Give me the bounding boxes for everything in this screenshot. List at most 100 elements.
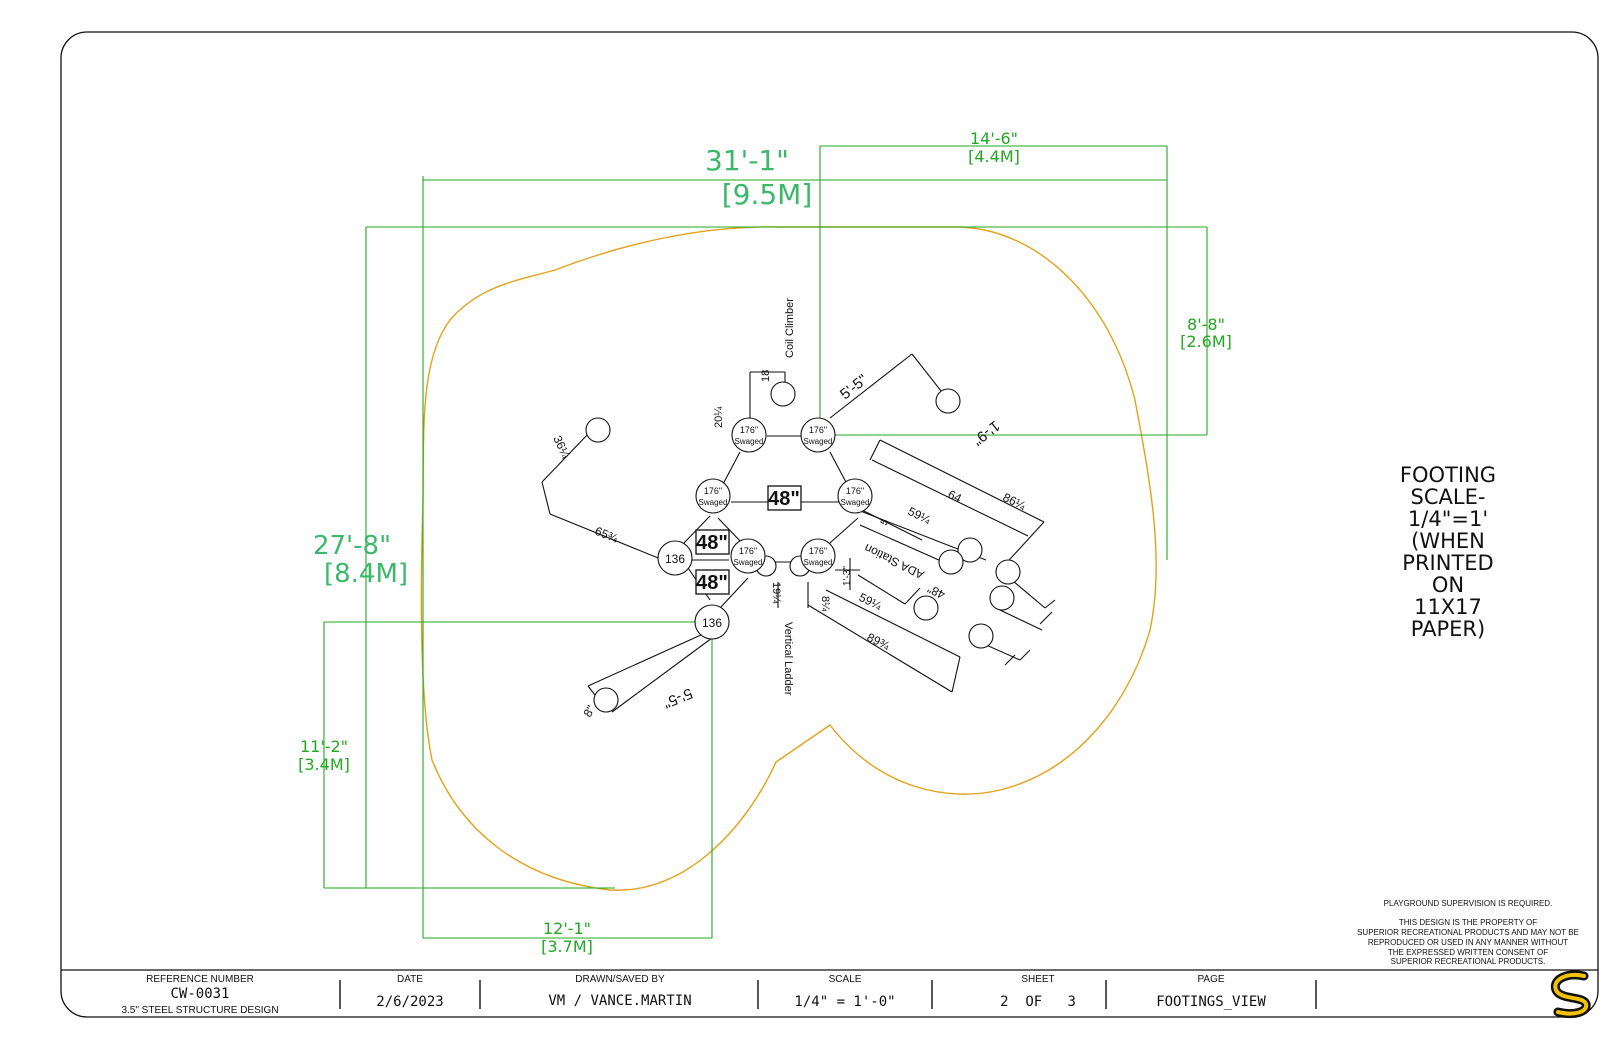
drawn-by-value: VM / VANCE.MARTIN	[548, 993, 691, 1009]
coil-offset-label: 18	[760, 370, 772, 382]
dim-59-a: 59¼	[906, 504, 934, 527]
post-sublabel: Swaged	[735, 437, 764, 446]
scale-note-line: PRINTED	[1402, 551, 1493, 575]
footing-ada-f	[968, 623, 994, 649]
vertical-ladder-label: Vertical Ladder	[782, 622, 794, 696]
company-logo	[1550, 970, 1591, 1019]
scale-note-line: 11X17	[1414, 595, 1482, 619]
ref-number-value: CW-0031	[170, 986, 229, 1002]
scale-note-line: (WHEN	[1411, 529, 1485, 553]
footing-circles	[585, 381, 1021, 713]
post-swaged: 176" Swaged	[695, 478, 731, 514]
dim-59-b: 59¼	[857, 590, 885, 613]
scale-note-line: 1/4"=1'	[1408, 507, 1488, 531]
footing-slide-end	[935, 388, 961, 414]
footing-ada-c	[995, 559, 1021, 585]
post-sublabel: Swaged	[699, 498, 728, 507]
deck-labels: 48" 48" 48"	[695, 485, 802, 595]
post-sublabel: Swaged	[804, 558, 833, 567]
footing-left-arm	[585, 417, 611, 443]
dim-right-depth: 8'-8"	[1187, 315, 1225, 334]
dim-overall-width: 31'-1"	[705, 144, 789, 177]
dimension-lines	[323, 145, 1208, 939]
property-note-line: REPRODUCED OR USED IN ANY MANNER WITHOUT	[1368, 938, 1568, 947]
footing-lower-left	[593, 687, 619, 713]
property-note-line: SUPERIOR RECREATIONAL PRODUCTS.	[1391, 957, 1546, 966]
dim-89: 89¾	[865, 630, 893, 653]
sheet-border	[60, 31, 1599, 1018]
post-sublabel: Swaged	[841, 498, 870, 507]
post-swaged: 176" Swaged	[837, 478, 873, 514]
dim-86: 86¼	[1001, 490, 1029, 513]
dim-top-right-width: 14'-6"	[970, 129, 1018, 148]
dim-65: 65¾	[593, 524, 621, 546]
post-swaged: 176" Swaged	[800, 417, 836, 453]
date-value: 2/6/2023	[376, 994, 443, 1010]
date-label: DATE	[397, 974, 423, 985]
scale-note-line: ON	[1432, 573, 1464, 597]
drawn-by-label: DRAWN/SAVED BY	[575, 974, 665, 985]
dim-5-5-upper: 5'-5"	[837, 371, 871, 403]
post-swaged: 176" Swaged	[730, 538, 766, 574]
supervision-note: PLAYGROUND SUPERVISION IS REQUIRED.	[1384, 899, 1553, 908]
deck-label-a: 48"	[768, 488, 800, 510]
scale-note-line: PAPER)	[1411, 617, 1485, 641]
sheet-value: 2 OF 3	[1000, 994, 1076, 1010]
dim-right-depth-metric: [2.6M]	[1180, 332, 1232, 351]
title-block: REFERENCE NUMBER CW-0031 3.5" STEEL STRU…	[61, 969, 1598, 1019]
property-note-line: SUPERIOR RECREATIONAL PRODUCTS AND MAY N…	[1357, 928, 1579, 937]
scale-value: 1/4" = 1'-0"	[794, 994, 895, 1010]
swaged-posts: 176" Swaged 176" Swaged 176" Swaged 176"…	[657, 417, 873, 640]
ref-number-label: REFERENCE NUMBER	[146, 974, 254, 985]
dim-1-3: 1'-3"	[842, 566, 853, 586]
scale-note-line: FOOTING	[1400, 463, 1496, 487]
scale-note: FOOTING SCALE- 1/4"=1' (WHEN PRINTED ON …	[1400, 463, 1496, 641]
post-label: 176"	[809, 425, 827, 435]
ladder-dim-b: 8¼	[819, 596, 831, 612]
page-label: PAGE	[1197, 974, 1224, 985]
sheet-label: SHEET	[1021, 974, 1054, 985]
post-sublabel: Swaged	[734, 558, 763, 567]
footing-coil-climber	[770, 381, 796, 407]
post-label: 176"	[740, 425, 758, 435]
dim-bottom-width: 12'-1"	[543, 919, 591, 938]
dim-bottom-width-metric: [3.7M]	[541, 937, 593, 956]
post-short: 136	[694, 604, 730, 640]
ada-station-label: ADA Station	[862, 541, 926, 582]
post-label: 136	[665, 552, 685, 566]
dim-5-5-lower: 5'-5"	[661, 684, 695, 711]
post-short: 136	[657, 540, 693, 576]
post-sublabel: Swaged	[804, 437, 833, 446]
post-label: 176"	[739, 546, 757, 556]
deck-label-b: 48"	[696, 532, 728, 554]
deck-label-c: 48"	[696, 572, 728, 594]
ref-number-subtitle: 3.5" STEEL STRUCTURE DESIGN	[121, 1005, 278, 1016]
post-swaged: 176" Swaged	[800, 538, 836, 574]
dim-lower-left-depth-metric: [3.4M]	[298, 755, 350, 774]
coil-climber-label: Coil Climber	[784, 298, 796, 358]
post-label: 176"	[846, 486, 864, 496]
footing-ada-e	[913, 595, 939, 621]
dim-overall-depth-metric: [8.4M]	[324, 559, 408, 589]
post-label: 176"	[704, 486, 722, 496]
post-swaged: 176" Swaged	[731, 417, 767, 453]
page-value: FOOTINGS_VIEW	[1156, 994, 1266, 1010]
dim-64: 64	[946, 487, 964, 506]
dim-overall-width-metric: [9.5M]	[722, 178, 813, 211]
footing-ada-b	[938, 549, 964, 575]
post-label: 136	[702, 616, 722, 630]
scale-label: SCALE	[829, 974, 862, 985]
scale-note-line: SCALE-	[1411, 485, 1486, 509]
dim-1-9: 1'-9"	[969, 417, 1003, 449]
footing-ada-d	[989, 585, 1015, 611]
coil-offset-b-label: 20¼	[713, 406, 725, 428]
property-notes: PLAYGROUND SUPERVISION IS REQUIRED. THIS…	[1357, 899, 1579, 966]
dim-36: 36¼	[550, 433, 573, 461]
post-label: 176"	[809, 546, 827, 556]
property-note-line: THE EXPRESSED WRITTEN CONSENT OF	[1388, 948, 1548, 957]
footing-ada-a	[957, 537, 983, 563]
dim-5: 5	[879, 517, 892, 527]
dim-top-right-width-metric: [4.4M]	[968, 147, 1020, 166]
ladder-dim-a: 19¼	[770, 582, 782, 604]
